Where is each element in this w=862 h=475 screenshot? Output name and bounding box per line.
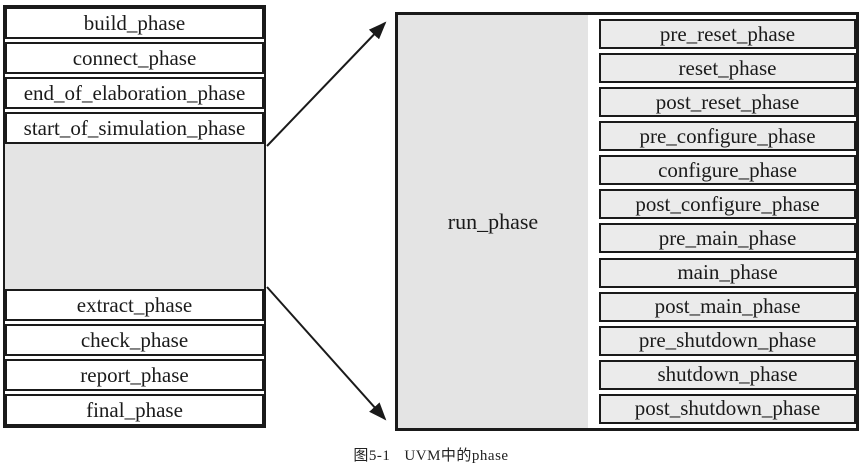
sub-phase-row: post_configure_phase [599,189,856,220]
sub-phase-row: pre_reset_phase [599,19,856,49]
arrow-to-run-phase-bottom [266,286,387,421]
phase-row: extract_phase [5,289,264,321]
sub-phase-row: configure_phase [599,155,856,186]
sub-phase-row: pre_configure_phase [599,121,856,152]
sub-phase-row: pre_shutdown_phase [599,325,856,356]
figure-number: 图5-1 [353,448,391,464]
figure-caption: 图5-1 UVM中的phase [0,444,862,465]
phase-row: build_phase [5,7,264,39]
phase-row: final_phase [5,394,264,426]
run-phase-placeholder-region [5,144,264,289]
sub-phase-row: post_main_phase [599,291,856,322]
figure-title: UVM中的phase [404,448,509,464]
phase-row: check_phase [5,324,264,356]
sub-phase-row: post_shutdown_phase [599,393,856,424]
phase-row: start_of_simulation_phase [5,112,264,144]
sub-phase-row: shutdown_phase [599,359,856,390]
arrow-to-run-phase-top [266,21,387,147]
sub-phase-row: reset_phase [599,53,856,84]
sub-phase-row: pre_main_phase [599,223,856,254]
run-phase-cell: run_phase [398,15,588,428]
sub-phase-row: main_phase [599,257,856,288]
phase-row: connect_phase [5,42,264,74]
phase-row: end_of_elaboration_phase [5,77,264,109]
sub-phase-row: post_reset_phase [599,87,856,118]
phase-row: report_phase [5,359,264,391]
